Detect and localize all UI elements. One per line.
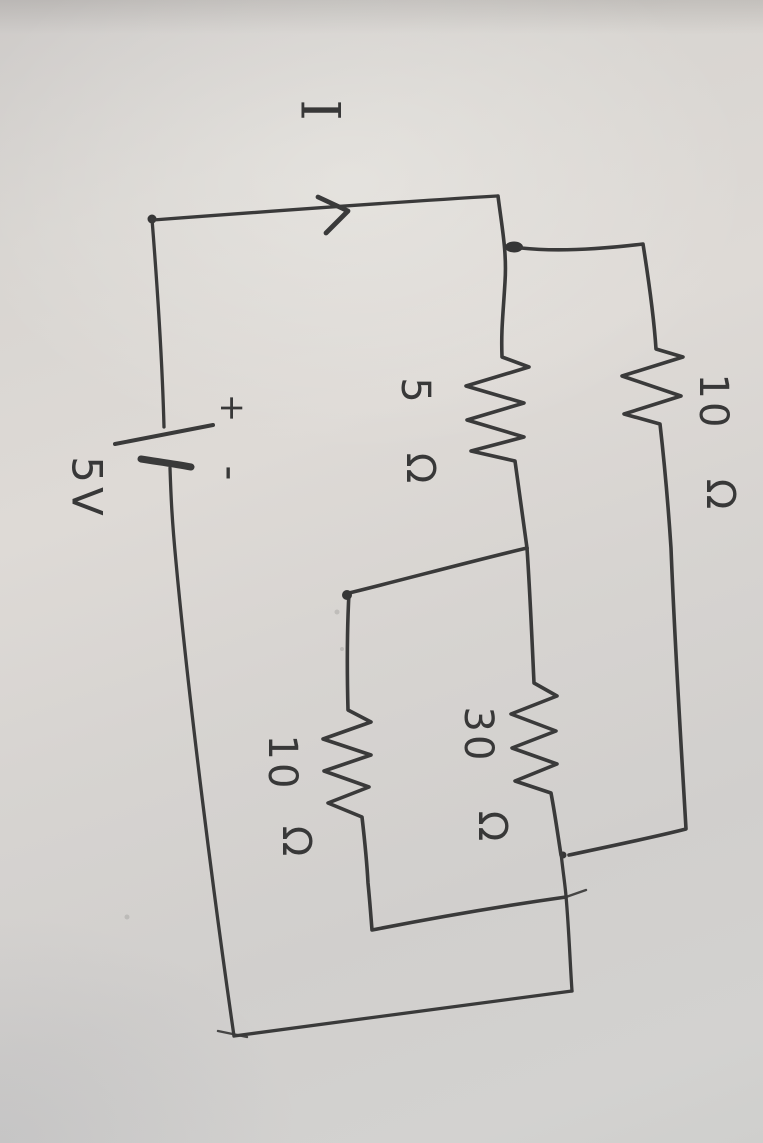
resistor-30ohm-unit: Ω bbox=[469, 811, 515, 842]
resistor-5ohm-zigzag bbox=[464, 194, 531, 550]
resistor-5ohm-unit: Ω bbox=[397, 453, 443, 484]
resistor-10ohm-left-zigzag bbox=[321, 546, 568, 932]
resistor-10ohm-left-unit: Ω bbox=[273, 826, 319, 857]
junction-dot bbox=[505, 241, 523, 253]
current-label: I bbox=[289, 99, 352, 120]
resistor-10ohm-right-value: 10 bbox=[690, 374, 736, 431]
battery-negative-plate bbox=[137, 455, 195, 471]
pencil-smudge bbox=[334, 609, 340, 615]
resistor-10ohm-right-unit: Ω bbox=[697, 479, 743, 510]
battery-plus-sign: + bbox=[212, 394, 252, 423]
resistor-10ohm-left-value: 10 bbox=[259, 735, 305, 792]
pencil-smudge bbox=[124, 914, 130, 920]
resistor-10ohm-right-zigzag bbox=[519, 242, 688, 857]
battery-positive-plate bbox=[113, 423, 215, 446]
resistor-30ohm-value: 30 bbox=[455, 707, 501, 764]
wire-overshoot-tick bbox=[564, 888, 588, 899]
resistor-30ohm-zigzag bbox=[509, 546, 563, 857]
junction-dot bbox=[342, 590, 352, 600]
battery-label: 5V bbox=[63, 456, 112, 519]
wire-bottom bbox=[232, 989, 574, 1038]
wire-left-side bbox=[168, 466, 236, 1038]
current-arrow-icon bbox=[315, 194, 351, 236]
pencil-smudge bbox=[340, 647, 344, 651]
wire-battery-top bbox=[150, 217, 166, 429]
wire-right-lower bbox=[559, 851, 574, 993]
wire-top bbox=[151, 194, 499, 222]
battery-minus-sign: - bbox=[207, 465, 256, 480]
resistor-5ohm-value: 5 bbox=[392, 377, 438, 402]
